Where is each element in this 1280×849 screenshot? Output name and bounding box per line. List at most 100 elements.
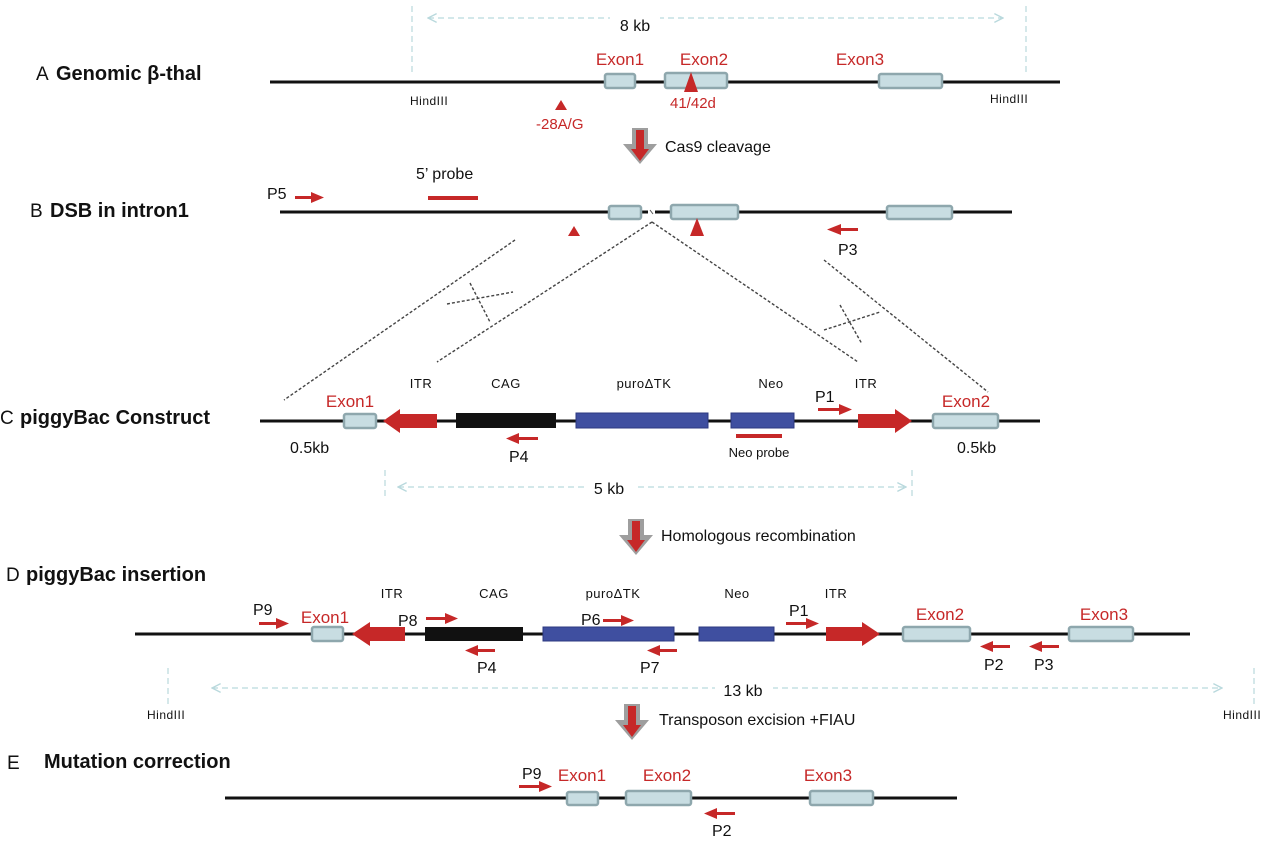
neo-block-d [698, 626, 775, 642]
itr-left-label-d: ITR [381, 586, 403, 601]
primer-p1-arrow-c [818, 404, 852, 415]
primer-p4-arrow-d [465, 645, 495, 656]
exon2-label-e: Exon2 [643, 766, 691, 785]
primer-p8-arrow-d [426, 613, 458, 624]
primer-p2-label-e: P2 [712, 823, 732, 840]
panel-e: E Mutation correction Exon1 Exon2 Exon3 … [7, 751, 957, 840]
primer-p9-label-d: P9 [253, 602, 273, 619]
five-probe-bar [428, 196, 478, 200]
exon3-label-d: Exon3 [1080, 605, 1128, 624]
exon3-label: Exon3 [836, 50, 884, 69]
panel-a-letter: A [36, 64, 49, 85]
exon2-box-e [624, 789, 693, 807]
cag-block-d [425, 627, 523, 641]
excision-step-label: Transposon excision +FIAU [659, 712, 855, 729]
homology-guide-inner-left [436, 221, 653, 363]
primer-p3-label-b: P3 [838, 242, 858, 259]
panel-e-title: Mutation correction [44, 751, 231, 773]
exon3-label-e: Exon3 [804, 766, 852, 785]
primer-p4-arrow-c [506, 433, 538, 444]
panel-c-title: piggyBac Construct [20, 407, 210, 429]
puro-label-d: puroΔTK [586, 586, 641, 601]
mutation-41-marker-b [690, 218, 704, 236]
itr-left-arrow [383, 409, 437, 433]
cag-label-d: CAG [479, 586, 509, 601]
exon2-label: Exon2 [680, 50, 728, 69]
primer-p2-label-d: P2 [984, 657, 1004, 674]
primer-p3-arrow-b [827, 224, 858, 235]
exon1-box-d [310, 625, 345, 643]
hindiii-right-label: HindIII [990, 92, 1028, 106]
exon2-box-d [901, 625, 972, 643]
primer-p6-arrow-d [603, 615, 634, 626]
exon2-box-c [931, 412, 1000, 430]
panel-b-title: DSB in intron1 [50, 200, 189, 222]
primer-p4-label-d: P4 [477, 660, 497, 677]
exon2-box-b [669, 203, 740, 221]
cas9-step-label: Cas9 cleavage [665, 139, 771, 156]
puro-block-d [542, 626, 675, 642]
mutation-28-marker [555, 100, 567, 110]
mutation-28-label: -28A/G [536, 116, 584, 133]
panel-b: B DSB in intron1 5’ probe P5 P3 [30, 166, 1012, 401]
primer-p1-label-d: P1 [789, 603, 809, 620]
itr-right-label-d: ITR [825, 586, 847, 601]
crossover-left [446, 282, 514, 323]
primer-p5-label: P5 [267, 186, 287, 203]
panel-b-letter: B [30, 201, 43, 222]
cag-block [456, 413, 556, 428]
puro-block [575, 412, 709, 429]
panel-d-title: piggyBac insertion [26, 564, 206, 586]
primer-p1-label-c: P1 [815, 389, 835, 406]
primer-p7-arrow-d [647, 645, 677, 656]
itr-right-label: ITR [855, 376, 877, 391]
itr-right-arrow-d [826, 622, 880, 646]
arm-right-size: 0.5kb [957, 440, 996, 457]
primer-p9-arrow-d [259, 618, 289, 629]
hr-step-label: Homologous recombination [661, 528, 856, 545]
exon3-box-b [885, 204, 954, 221]
panel-a: A Genomic β-thal 8 kb Exon1 Exon2 Exon3 … [36, 6, 1060, 164]
exon3-box [877, 72, 944, 90]
homology-guide-outer-left [283, 239, 516, 401]
itr-left-label: ITR [410, 376, 432, 391]
hindiii-right-label-d: HindIII [1223, 708, 1261, 722]
exon1-label-e: Exon1 [558, 766, 606, 785]
panel-e-letter: E [7, 753, 20, 774]
primer-p8-label-d: P8 [398, 613, 418, 630]
size-8kb-label: 8 kb [620, 18, 650, 35]
neo-label-d: Neo [724, 586, 749, 601]
primer-p3-arrow-d [1029, 641, 1059, 652]
primer-p9-arrow-e [519, 781, 552, 792]
hindiii-left-label: HindIII [410, 94, 448, 108]
crossover-right [823, 304, 881, 345]
homology-guide-inner-right [651, 221, 859, 363]
panel-c-letter: C [0, 408, 14, 429]
primer-p6-label-d: P6 [581, 612, 601, 629]
mutation-41-marker [684, 72, 698, 92]
exon1-label: Exon1 [596, 50, 644, 69]
primer-p9-label-e: P9 [522, 766, 542, 783]
puro-label: puroΔTK [617, 376, 672, 391]
five-probe-label: 5’ probe [416, 166, 473, 183]
size-5kb-label: 5 kb [594, 481, 624, 498]
exon3-box-d [1067, 625, 1135, 643]
primer-p1-arrow-d [786, 618, 819, 629]
homology-guide-outer-right [823, 259, 989, 393]
exon1-label-c: Exon1 [326, 392, 374, 411]
neo-probe-label: Neo probe [729, 445, 790, 460]
arm-left-size: 0.5kb [290, 440, 329, 457]
exon1-box-e [565, 790, 600, 807]
primer-p2-arrow-e [704, 808, 735, 819]
panel-c: C piggyBac Construct ITR CAG puroΔTK Neo… [0, 376, 1040, 555]
neo-probe-bar [736, 434, 782, 438]
exon1-box-b [607, 204, 643, 221]
panel-a-title: Genomic β-thal [56, 63, 202, 85]
primer-p7-label-d: P7 [640, 660, 660, 677]
exon3-box-e [808, 789, 875, 807]
exon2-label-d: Exon2 [916, 605, 964, 624]
mutation-28-marker-b [568, 226, 580, 236]
exon2-label-c: Exon2 [942, 392, 990, 411]
